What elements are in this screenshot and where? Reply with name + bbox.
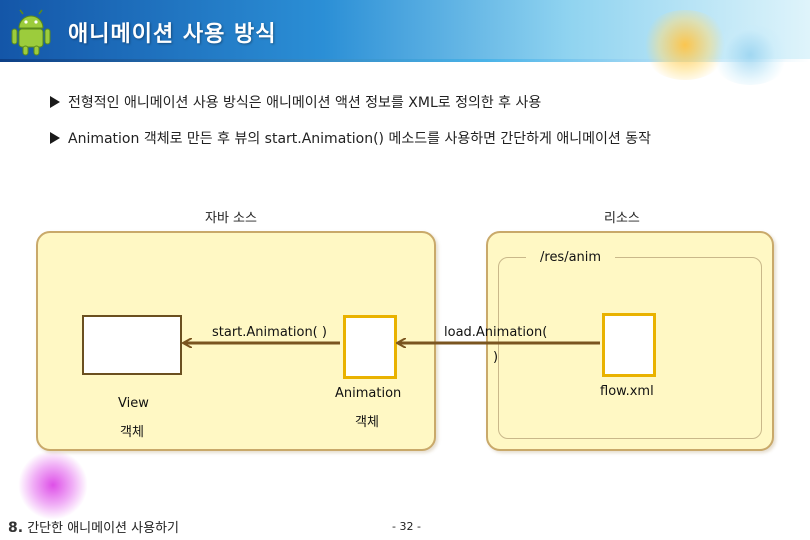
android-robot-icon: [11, 9, 51, 56]
java-source-label: 자바 소스: [205, 211, 257, 226]
bullet-triangle-icon: [50, 132, 60, 144]
bullet-text: 전형적인 애니메이션 사용 방식은 애니메이션 액션 정보를 XML로 정의한 …: [68, 95, 542, 111]
flow-xml-box: [602, 313, 656, 377]
page-title: 애니메이션 사용 방식: [68, 22, 277, 47]
footer-section-text: 간단한 애니메이션 사용하기: [27, 521, 179, 536]
resource-label: 리소스: [604, 211, 640, 226]
start-animation-label: start.Animation( ): [212, 325, 327, 340]
bullet-text: Animation 객체로 만든 후 뷰의 start.Animation() …: [68, 131, 651, 147]
load-animation-label: load.Animation(: [444, 325, 548, 340]
res-anim-path: /res/anim: [526, 250, 616, 265]
animation-label: Animation: [335, 386, 402, 401]
flow-xml-label: flow.xml: [600, 384, 654, 399]
decorative-pink-glow: [18, 450, 88, 520]
footer-section-number: 8.: [8, 520, 24, 536]
page-number: - 32 -: [392, 520, 421, 533]
view-label: View: [118, 396, 149, 411]
bullet-item: Animation 객체로 만든 후 뷰의 start.Animation() …: [50, 128, 651, 148]
footer-section-title: 8. 간단한 애니메이션 사용하기: [8, 517, 179, 536]
view-object-box: [82, 315, 182, 375]
bullet-triangle-icon: [50, 96, 60, 108]
res-anim-folder-frame: [498, 257, 762, 439]
decorative-blue-glow: [710, 25, 790, 85]
bullet-item: 전형적인 애니메이션 사용 방식은 애니메이션 액션 정보를 XML로 정의한 …: [50, 92, 541, 112]
load-animation-close-paren: ): [493, 350, 499, 365]
view-sublabel: 객체: [120, 425, 144, 440]
animation-object-box: [343, 315, 397, 379]
animation-sublabel: 객체: [355, 415, 379, 430]
